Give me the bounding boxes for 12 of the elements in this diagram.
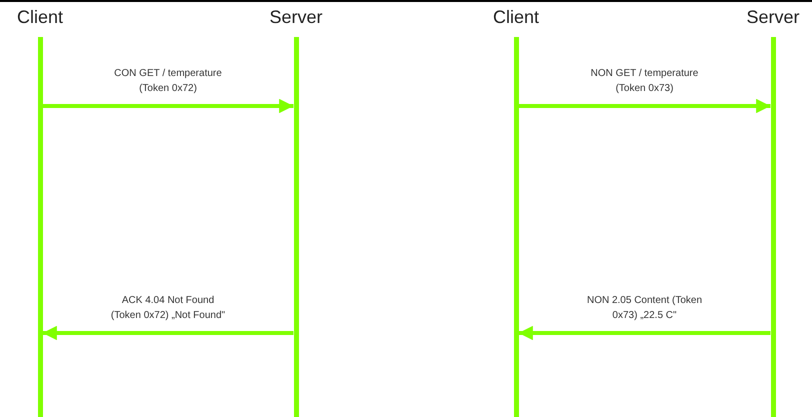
arrow (518, 98, 770, 114)
edge-label: NON 2.05 Content (Token 0x73) „22.5 C" (586, 294, 704, 323)
edge-label: CON GET / temperature (Token 0x72) (113, 67, 223, 96)
lifeline-title: Server (746, 6, 800, 29)
lifeline-title: Client (492, 6, 540, 29)
arrow (518, 326, 770, 340)
arrow (42, 98, 294, 114)
arrow (42, 326, 294, 340)
lifeline-title: Server (269, 6, 322, 29)
edge-label: ACK 4.04 Not Found (Token 0x72) „Not Found" (110, 294, 226, 323)
lifeline-title: Client (16, 6, 64, 29)
edge-label: NON GET / temperature (Token 0x73) (590, 67, 700, 96)
